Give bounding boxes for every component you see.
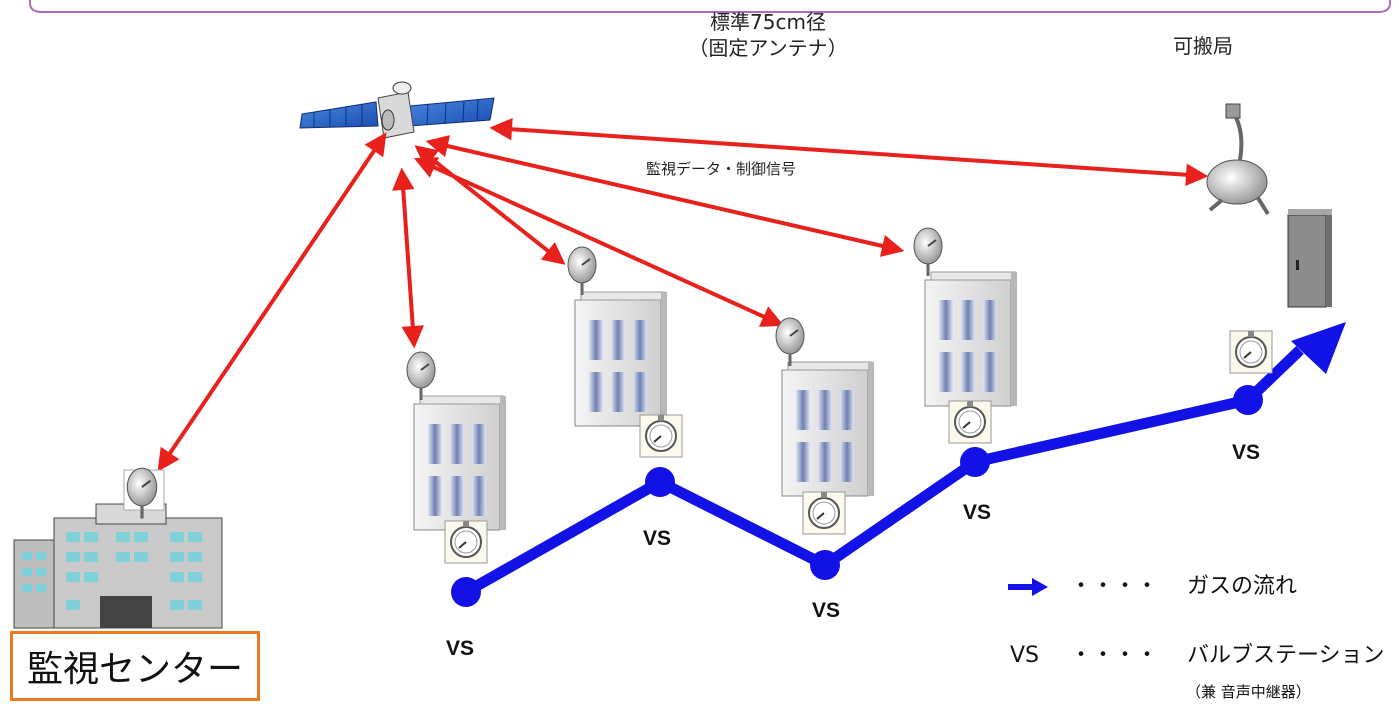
valve-station-node — [960, 447, 990, 477]
signal-arrow — [429, 163, 769, 321]
vs-building-icon — [566, 245, 668, 427]
valve-station-node — [810, 550, 840, 580]
pressure-gauge-icon — [948, 400, 992, 444]
vs-label: VS — [963, 501, 992, 524]
arrowhead — [364, 132, 387, 158]
pressure-gauge-icon — [444, 520, 488, 564]
monitoring-center-label: 監視センター — [26, 649, 243, 690]
signal-arrow — [507, 126, 1191, 178]
arrowhead — [413, 157, 440, 178]
portable-station-cabinet-icon — [1287, 209, 1332, 308]
legend-vs-note: （兼 音声中継器） — [1186, 683, 1311, 701]
monitoring-center-building-icon — [13, 466, 223, 629]
arrowhead — [758, 306, 785, 327]
legend-gas-dots: ・・・・ — [1070, 574, 1159, 599]
arrowhead — [1185, 163, 1209, 186]
legend-vs-dots: ・・・・ — [1070, 643, 1159, 668]
pressure-gauge-icon — [1229, 330, 1273, 374]
top-banner-border — [29, 0, 1391, 13]
antenna-label-line2: （固定アンテナ） — [688, 36, 848, 60]
portable-station-label: 可搬局 — [1173, 34, 1233, 58]
vs-building-icon — [774, 316, 875, 497]
vs-label: VS — [1232, 441, 1261, 464]
arrowhead — [401, 325, 424, 349]
arrowhead — [157, 446, 180, 472]
legend-vs-abbr: VS — [1010, 643, 1040, 668]
pressure-gauge-icon — [639, 414, 683, 458]
satellite-icon — [299, 81, 495, 139]
legend-vs-desc: バルブステーション — [1187, 643, 1385, 668]
signal-label: 監視データ・制御信号 — [646, 160, 797, 178]
signal-arrow — [166, 146, 378, 458]
vs-building-icon — [405, 350, 507, 531]
arrowhead — [392, 167, 415, 191]
valve-station-node — [645, 467, 675, 497]
arrowhead — [540, 242, 566, 265]
legend-gas-flow: ガスの流れ — [1187, 574, 1298, 599]
vs-building-icon — [912, 226, 1018, 407]
pressure-gauge-icon — [802, 491, 846, 535]
antenna-label-line1: 標準75cm径 — [710, 10, 826, 34]
portable-station-dish-icon — [1206, 103, 1270, 216]
signal-arrow — [443, 143, 887, 249]
arrowhead — [879, 235, 905, 257]
antenna-type-label: 標準75cm径 （固定アンテナ） — [668, 12, 868, 58]
vs-label: VS — [812, 599, 841, 622]
signal-arrow — [400, 185, 416, 331]
legend-gas-arrow-icon — [1008, 578, 1048, 596]
vs-label: VS — [446, 637, 475, 660]
vs-label: VS — [643, 527, 672, 550]
arrowhead — [425, 135, 451, 157]
valve-station-node — [451, 577, 481, 607]
monitoring-center-box: 監視センター — [10, 631, 260, 701]
valve-station-node — [1233, 385, 1263, 415]
arrowhead — [489, 118, 513, 141]
gas-flow-line — [451, 322, 1346, 607]
